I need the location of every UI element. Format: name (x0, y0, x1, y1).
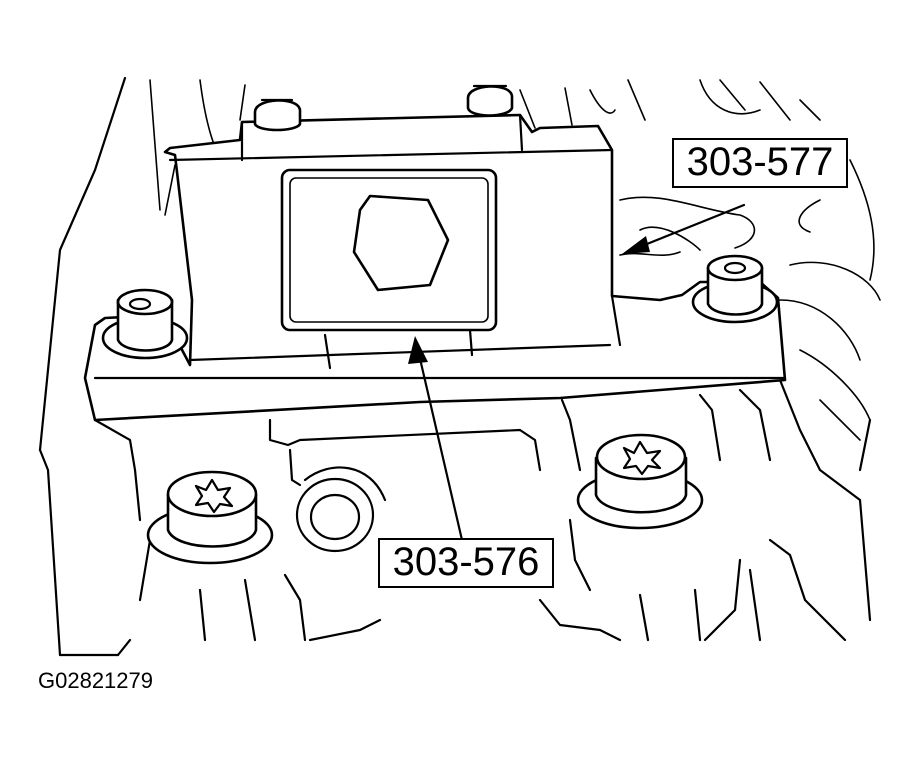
tool-303-576-plate (280, 168, 498, 332)
callout-tool-303-576: 303-576 (378, 538, 554, 588)
cylinder-head-lower (93, 388, 772, 657)
callout-tool-303-577: 303-577 (672, 138, 848, 188)
torx-bolt-right (576, 433, 704, 530)
engine-head-outline (38, 76, 881, 657)
leader-arrow-303-576 (408, 336, 464, 542)
bracket-bolt-upper-left (253, 98, 302, 132)
figure-id-label: G02821279 (38, 668, 153, 693)
bracket-bolt-right (691, 254, 779, 324)
bracket-bolt-left (101, 288, 189, 360)
torx-bolt-left (146, 470, 274, 565)
leader-arrow-303-577 (622, 203, 746, 254)
bracket-bolt-upper-right (466, 84, 514, 117)
hex-bolt-head (352, 194, 450, 292)
